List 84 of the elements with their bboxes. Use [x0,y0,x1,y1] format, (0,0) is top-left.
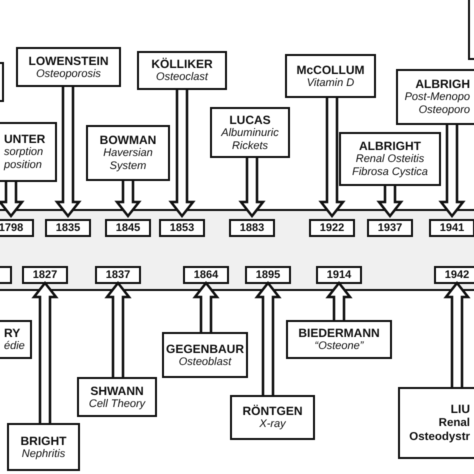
year-label: 1937 [378,222,402,234]
event-box [162,332,248,378]
hollow-arrow [438,122,466,218]
year-label: 1941 [440,222,464,234]
hollow-arrow [114,178,142,218]
year-box [367,219,413,237]
year-box [159,219,205,237]
discovery-label: Renal Osteodystr [408,416,470,444]
hollow-arrow [54,84,82,218]
person-name: LOWENSTEIN [28,54,108,68]
year-box [429,219,474,237]
discovery-label: Renal Osteitis Fibrosa Cystica [351,153,429,179]
discovery-label: Vitamin D [306,76,354,90]
hollow-arrow [238,156,266,218]
person-name: GEGENBAUR [166,342,244,356]
year-box [229,219,275,237]
year-label: 1835 [56,222,80,234]
year-box [316,266,362,284]
year-label: 1883 [240,222,264,234]
hollow-arrow [192,280,220,334]
discovery-label: Osteoclast [156,71,208,84]
event-box [339,132,441,186]
person-name: ALBRIGHT [359,139,421,153]
hollow-arrow [104,280,132,380]
person-name: BOWMAN [100,133,156,147]
year-box [45,219,91,237]
year-label: 1837 [106,269,130,281]
year-box [95,266,141,284]
year-label: 1895 [256,269,280,281]
hollow-arrow [31,280,59,426]
hollow-arrow [325,280,353,322]
year-label: 1914 [326,269,352,281]
year-label: 1864 [194,269,218,281]
discovery-label: Osteoporosis [36,68,101,80]
person-name: KÖLLIKER [151,57,213,71]
event-box [286,320,392,359]
event-box [210,107,290,158]
hollow-arrow [318,96,346,218]
discovery-label: sorption position [4,146,44,172]
event-box [86,125,170,181]
discovery-label: édie [4,340,26,353]
person-name: SHWANN [90,384,144,398]
year-box [309,219,355,237]
year-label: 1942 [444,269,470,281]
year-box [183,266,229,284]
discovery-label: Albuminuric Rickets [220,126,280,152]
year-label: 1827 [32,269,58,281]
year-label: 1853 [170,222,194,234]
year-label: 1922 [320,222,344,234]
person-name: ALBRIGH [415,77,470,91]
year-label: 1845 [116,222,140,234]
event-box [285,54,376,98]
year-box [22,266,68,284]
event-box [16,47,121,87]
person-name: LUCAS [229,112,271,126]
year-box [0,219,34,237]
discovery-label: Nephritis [22,448,66,460]
discovery-label: “Osteone” [314,340,364,353]
event-box [137,51,227,90]
timeline-band [0,209,474,291]
discovery-label: Cell Theory [88,398,146,410]
person-name: McCOLLUM [296,62,364,76]
hollow-arrow [376,184,404,218]
year-box [245,266,291,284]
hollow-arrow [443,280,471,390]
year-box [434,266,474,284]
discovery-label: Osteoblast [178,356,232,368]
person-name: BRIGHT [20,434,66,448]
person-name: RÖNTGEN [242,404,302,418]
person-name: LIU [450,402,470,416]
year-box [105,219,151,237]
hollow-arrow [254,280,282,398]
event-box [396,69,474,125]
discovery-label: Post-Menopo Osteoporo [404,91,470,117]
person-name: BIEDERMANN [298,326,380,340]
person-name: RY [4,326,20,340]
hollow-arrow [168,88,196,218]
person-name: UNTER [4,132,46,146]
hollow-arrow [0,180,25,218]
event-box [77,377,157,417]
discovery-label: Haversian System [102,147,154,173]
event-box [7,423,80,471]
event-box [230,395,315,440]
discovery-label: X-ray [259,418,286,431]
